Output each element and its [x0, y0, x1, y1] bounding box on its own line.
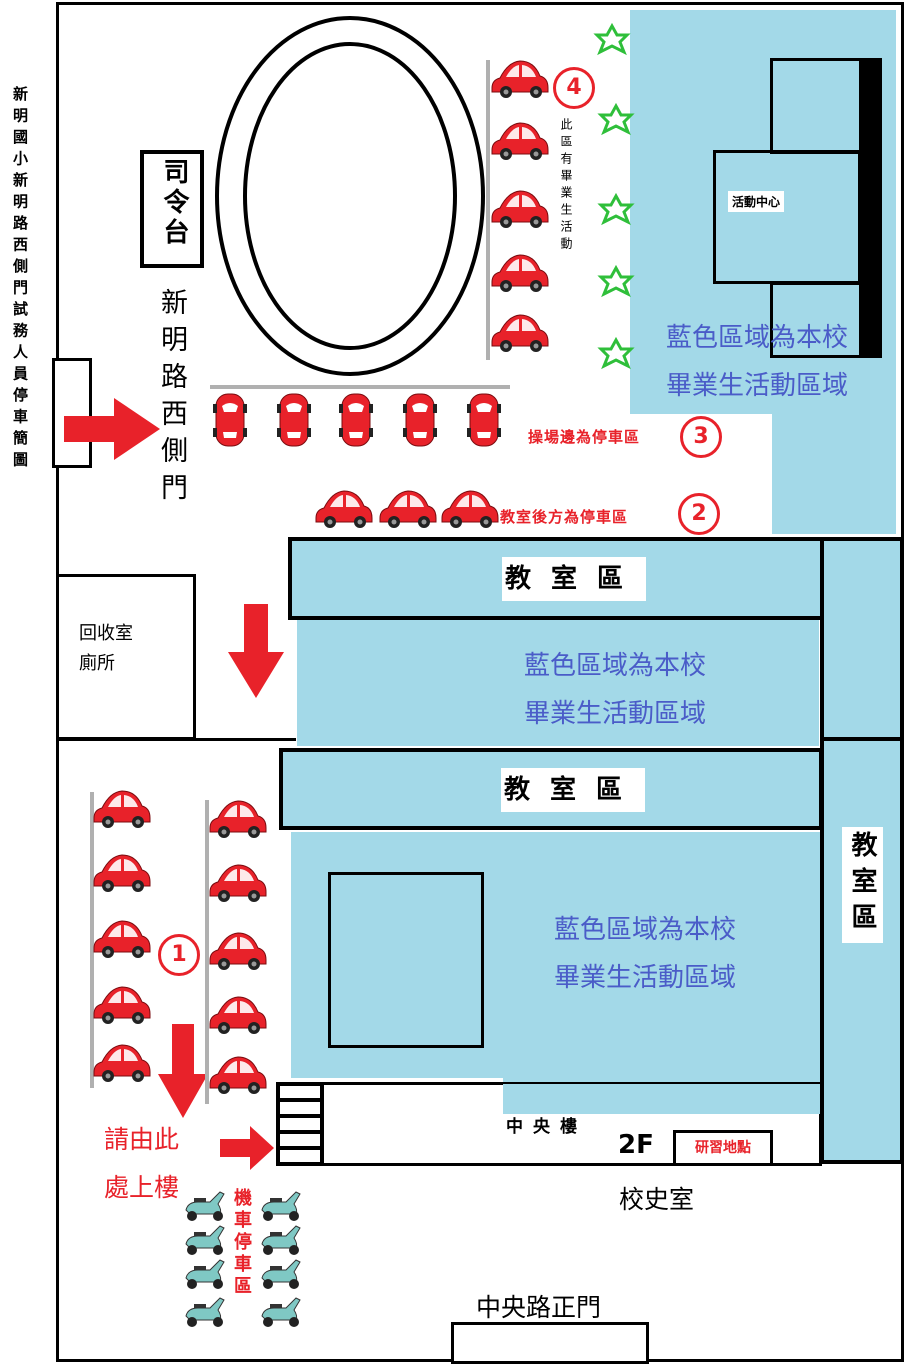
car-icon [491, 254, 549, 292]
history-room-label: 校史室 [619, 1185, 695, 1214]
blue-zone-top [630, 10, 896, 414]
classroom-label: 教室區 [501, 768, 645, 812]
car-icon [213, 393, 247, 447]
activity-center: 活動中心 [713, 150, 861, 284]
marker-3: 3 [680, 416, 722, 458]
blue-zone-top-text-1: 藍色區域為本校 [665, 323, 848, 353]
zone3-label: 操場邊為停車區 [528, 428, 641, 446]
zone4-note: 此區有畢業生活動 [559, 118, 573, 254]
classroom-block-right-lower: 教室區 [820, 737, 904, 1164]
scooter-icon [185, 1225, 225, 1255]
inner-courtyard [328, 872, 484, 1048]
car-icon [209, 932, 267, 970]
stairs-icon [276, 1082, 324, 1166]
car-icon [93, 790, 151, 828]
green-stars [593, 22, 635, 370]
car-icon [209, 864, 267, 902]
west-gate-label: 新明路西側門 [156, 288, 187, 510]
stairs-instruction-2: 處上樓 [104, 1173, 180, 1202]
car-icon [315, 490, 373, 528]
star-icon [597, 264, 635, 298]
recycle-room: 回收室 廁所 [56, 574, 196, 740]
marker-1: 1 [158, 934, 200, 976]
car-icon [467, 393, 501, 447]
scooter-icon [185, 1297, 225, 1327]
car-icon [441, 490, 499, 528]
scooter-icon [185, 1259, 225, 1289]
classroom-vertical-label: 教室區 [842, 827, 883, 943]
car-icon [379, 490, 437, 528]
blue-zone-bottom-text-2: 畢業生活動區域 [553, 963, 736, 993]
activity-center-label: 活動中心 [728, 191, 785, 212]
scooter-icon [261, 1297, 301, 1327]
car-icon [277, 393, 311, 447]
podium-label: 司令台 [159, 158, 189, 248]
car-icon [339, 393, 373, 447]
running-track [215, 16, 485, 376]
main-gate-label: 中央路正門 [476, 1293, 602, 1322]
car-icon [491, 314, 549, 352]
car-icon [209, 1056, 267, 1094]
parking-line [210, 385, 510, 389]
classroom-block-upper: 教室區 [288, 537, 824, 620]
car-icon [491, 122, 549, 160]
arrow-down-icon [158, 1024, 208, 1118]
central-building-label: 中央樓 [506, 1117, 587, 1137]
blue-zone-top-text-2: 畢業生活動區域 [665, 371, 848, 401]
scooter-icon [261, 1259, 301, 1289]
parking-line [486, 60, 490, 360]
west-gate [52, 358, 92, 468]
blue-zone-bottom-text-1: 藍色區域為本校 [553, 915, 736, 945]
car-icon [209, 996, 267, 1034]
blue-zone-middle-text-1: 藍色區域為本校 [523, 651, 706, 681]
star-icon [597, 336, 635, 370]
arrow-down-icon [228, 604, 284, 698]
podium: 司令台 [140, 150, 204, 268]
scooter-icon [261, 1225, 301, 1255]
central-building-blue [503, 1084, 820, 1114]
arrow-right-icon [220, 1126, 274, 1170]
blue-zone-middle-text-2: 畢業生活動區域 [523, 699, 706, 729]
car-icon [93, 854, 151, 892]
car-icon [93, 920, 151, 958]
restroom-label: 廁所 [79, 653, 115, 674]
zone2-label: 教室後方為停車區 [500, 508, 629, 526]
campus-divider [56, 738, 296, 741]
star-icon [597, 102, 635, 136]
car-icon [491, 190, 549, 228]
car-icon [403, 393, 437, 447]
floor-label: 2F [618, 1130, 654, 1160]
parking-line [205, 800, 209, 1104]
recycle-room-label: 回收室 [79, 623, 133, 644]
main-gate [451, 1322, 649, 1364]
scooter-icon [261, 1191, 301, 1221]
star-icon [597, 192, 635, 226]
marker-4: 4 [553, 67, 595, 109]
blue-zone-top-right-strip [772, 414, 896, 534]
map-title: 新明國小新明路西側門試務人員停車簡圖 [11, 86, 29, 473]
scooter-area-label: 機車停車區 [231, 1188, 252, 1298]
car-icon [93, 986, 151, 1024]
classroom-block-lower: 教室區 [279, 748, 823, 830]
stairs-instruction-1: 請由此 [104, 1125, 180, 1154]
study-location: 研習地點 [673, 1130, 773, 1166]
arrow-right-icon [64, 398, 160, 460]
car-icon [491, 60, 549, 98]
star-icon [593, 22, 631, 56]
parking-line [90, 792, 94, 1088]
scooter-icon [185, 1191, 225, 1221]
car-icon [209, 800, 267, 838]
classroom-label: 教室區 [502, 557, 646, 601]
blue-zone-middle [297, 620, 819, 746]
car-icon [93, 1044, 151, 1082]
activity-center-wall [860, 58, 882, 358]
marker-2: 2 [678, 493, 720, 535]
